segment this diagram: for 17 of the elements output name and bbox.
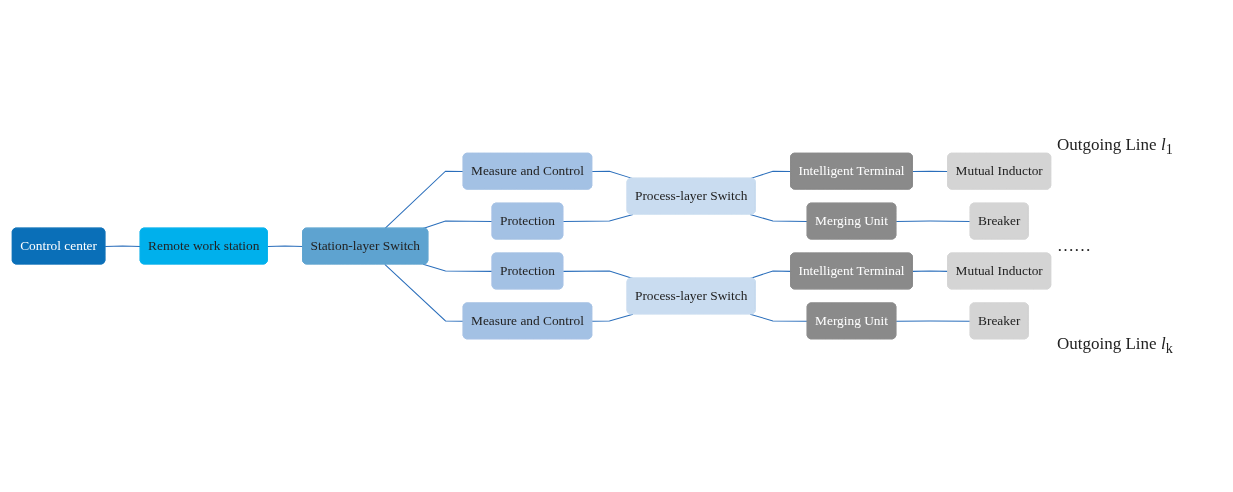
connector xyxy=(422,263,494,272)
connector xyxy=(591,313,634,322)
connector xyxy=(384,170,465,229)
connector xyxy=(384,263,465,322)
connector xyxy=(749,213,809,222)
connector xyxy=(267,245,304,247)
connector xyxy=(104,245,142,247)
connector xyxy=(895,220,972,222)
connector xyxy=(895,320,972,322)
line-label: …… xyxy=(1057,236,1092,256)
connector xyxy=(912,170,949,173)
connector xyxy=(562,213,634,222)
connector xyxy=(749,313,809,322)
connector xyxy=(591,170,634,180)
connector xyxy=(912,270,949,272)
line-label: Outgoing Line l$_{k}$ xyxy=(1057,333,1174,358)
line-label: Outgoing Line l$_{1}$ xyxy=(1057,134,1174,159)
